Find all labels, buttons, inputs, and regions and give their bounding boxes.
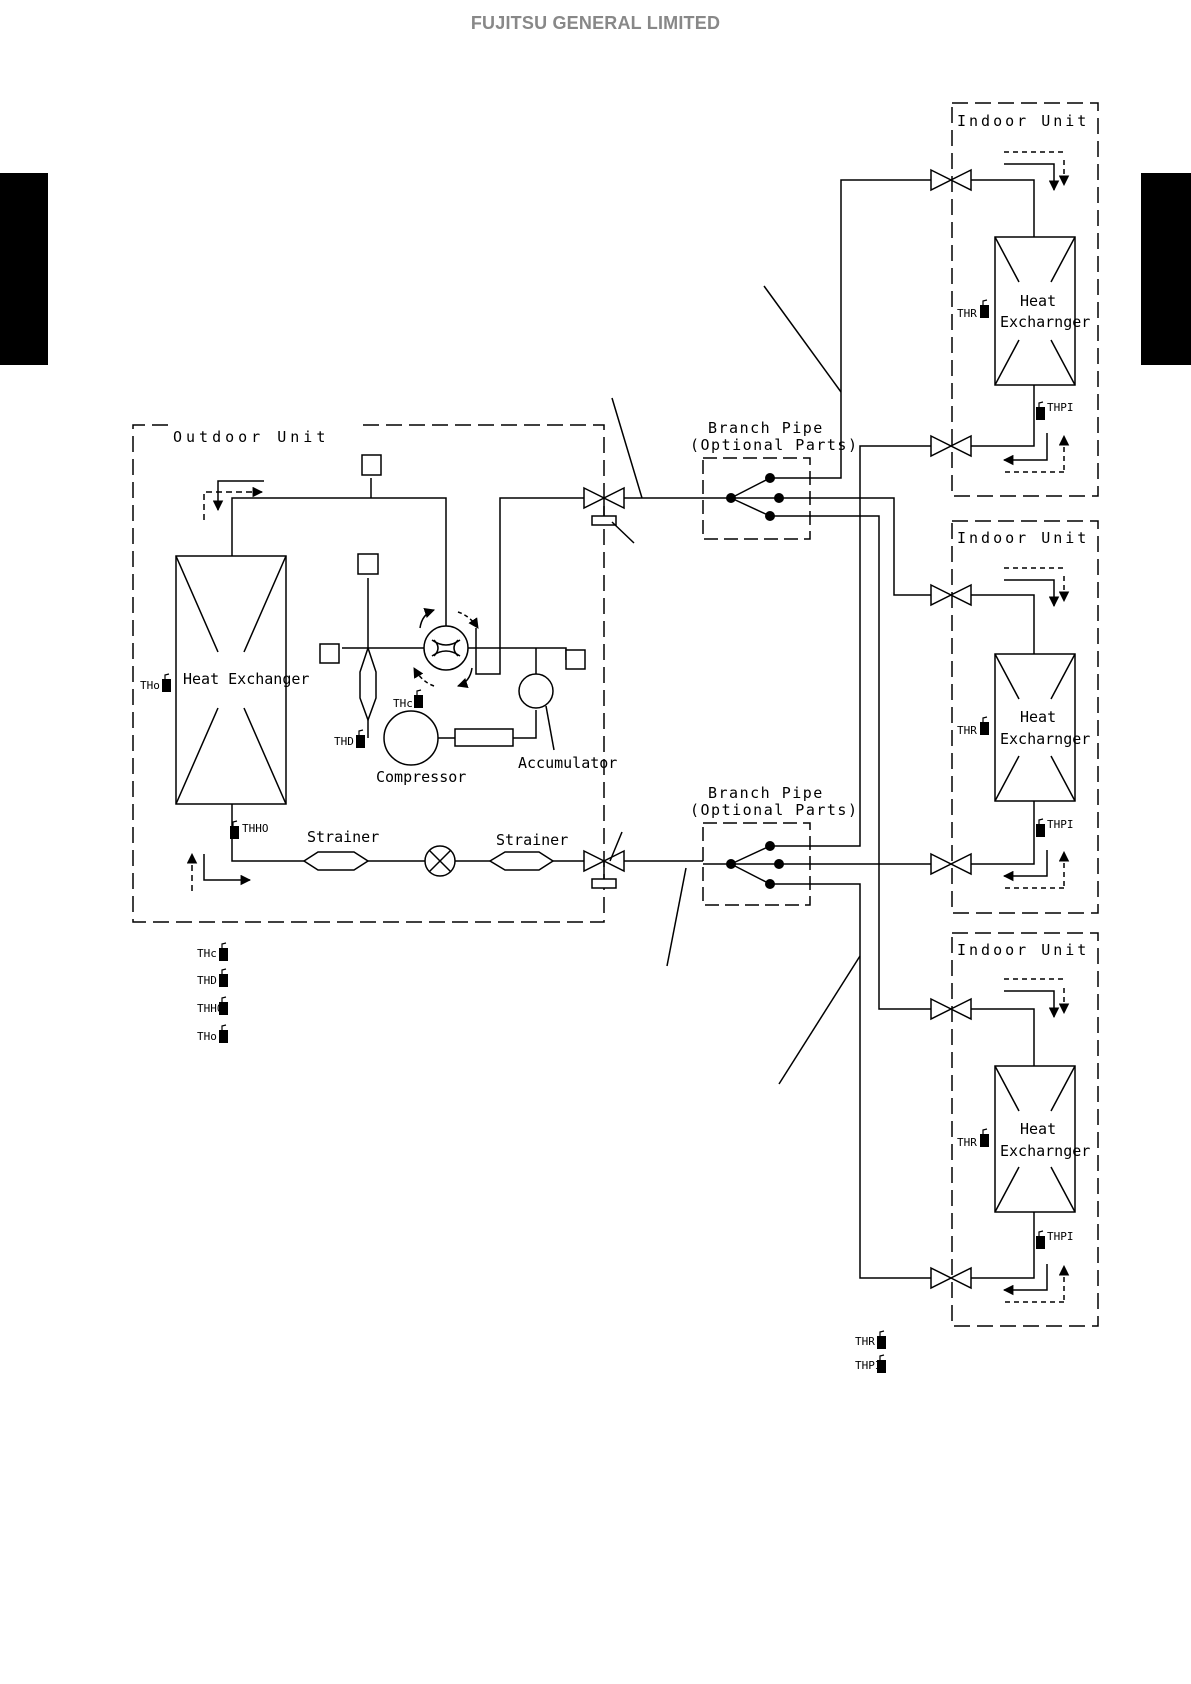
indoor-unit-1 — [930, 102, 1099, 497]
indoor-unit-2 — [930, 520, 1099, 914]
indoor-unit-3-title: Indoor Unit — [957, 941, 1089, 959]
indoor-unit-3-thpi: THPI — [1047, 1230, 1074, 1243]
strainer-right — [488, 851, 555, 871]
gas-service-valve — [583, 486, 625, 526]
leader-indoor-gas — [763, 285, 842, 393]
outdoor-legend-thho: THHO — [197, 1002, 224, 1015]
outdoor-unit-title: Outdoor Unit — [173, 428, 329, 446]
left-page-tab — [0, 173, 48, 365]
leader-indoor-liquid — [778, 955, 861, 1085]
expansion-valve — [424, 845, 456, 877]
indoor-unit-2-hx-line1: Heat — [1020, 708, 1056, 726]
sensor-tho-label: THo — [140, 679, 160, 692]
branch-pipe-upper-subtitle: (Optional Parts) — [690, 436, 859, 454]
sensor-thho-label: THHO — [242, 822, 269, 835]
compressor — [383, 710, 439, 766]
outdoor-unit — [132, 397, 703, 967]
compressor-suction-muffler — [454, 728, 514, 747]
outdoor-pressure-sensor-left — [319, 643, 340, 664]
oil-separator — [359, 645, 377, 723]
outdoor-legend-thc: THc — [197, 947, 217, 960]
indoor-legend-thpi: THPI — [855, 1359, 882, 1372]
branch-pipe-lower-title: Branch Pipe — [708, 784, 824, 802]
outdoor-heat-exchanger-label: Heat Exchanger — [183, 670, 309, 688]
outdoor-unit-boundary — [132, 424, 605, 923]
leader-liquid-valve — [609, 831, 623, 862]
right-page-tab — [1141, 173, 1191, 365]
indoor-unit-2-title: Indoor Unit — [957, 529, 1089, 547]
company-header: FUJITSU GENERAL LIMITED — [470, 13, 721, 33]
indoor-unit-3-hx-line1: Heat — [1020, 1120, 1056, 1138]
outdoor-pressure-sensor-right — [565, 649, 586, 670]
outdoor-pressure-switch-top — [361, 454, 382, 476]
indoor-unit-3-hx-line2: Excharnger — [1000, 1142, 1090, 1160]
four-way-valve — [413, 608, 479, 688]
strainer-left-label: Strainer — [307, 828, 379, 846]
strainer-right-label: Strainer — [496, 831, 568, 849]
indoor-legend-thr: THR — [855, 1335, 875, 1348]
indoor-unit-1-hx-line2: Excharnger — [1000, 313, 1090, 331]
sensor-thc-label: THc — [393, 697, 413, 710]
leader-gas-pipe — [611, 397, 643, 499]
branch-pipe-upper-title: Branch Pipe — [708, 419, 824, 437]
sensor-thd-label: THD — [334, 735, 354, 748]
indoor-unit-2-thr: THR — [957, 724, 977, 737]
indoor-unit-1-title: Indoor Unit — [957, 112, 1089, 130]
leader-liquid-pipe — [666, 867, 687, 967]
leader-gas-valve — [611, 521, 635, 544]
outdoor-legend-thd: THD — [197, 974, 217, 987]
outdoor-pressure-switch-mid — [357, 553, 379, 575]
branch-pipe-lower-subtitle: (Optional Parts) — [690, 801, 859, 819]
outdoor-top-pipe — [231, 497, 447, 628]
indoor-unit-2-hx-line2: Excharnger — [1000, 730, 1090, 748]
accumulator-leader — [545, 705, 555, 751]
indoor-unit-3 — [930, 932, 1099, 1327]
accumulator-label: Accumulator — [518, 754, 617, 772]
indoor-unit-1-thr: THR — [957, 307, 977, 320]
accumulator — [518, 673, 554, 709]
indoor-unit-2-thpi: THPI — [1047, 818, 1074, 831]
branch-pipe-upper — [702, 179, 931, 1010]
indoor-unit-1-hx-line1: Heat — [1020, 292, 1056, 310]
compressor-label: Compressor — [376, 768, 466, 786]
branch-junction-dots — [726, 473, 784, 889]
outdoor-heat-exchanger — [175, 555, 287, 805]
strainer-left — [302, 851, 370, 871]
indoor-unit-1-thpi: THPI — [1047, 401, 1074, 414]
outdoor-legend-tho: THo — [197, 1030, 217, 1043]
indoor-unit-3-thr: THR — [957, 1136, 977, 1149]
legend-sensor-bulbs — [218, 942, 887, 1374]
branch-pipe-lower — [702, 445, 931, 1279]
